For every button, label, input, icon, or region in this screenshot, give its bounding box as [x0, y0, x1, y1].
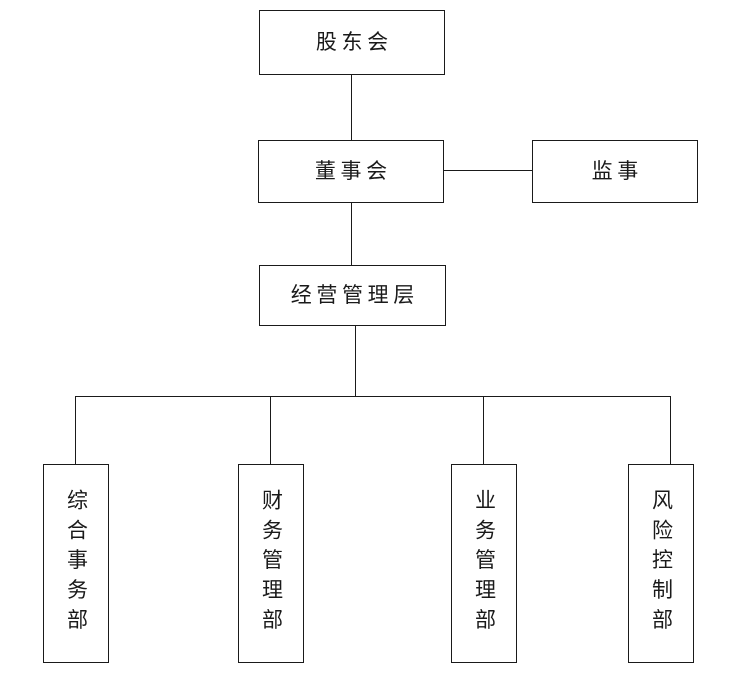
connector-board-to-supervisor [443, 170, 533, 171]
node-risk-control-dept[interactable]: 风险控制部 [628, 464, 694, 663]
node-finance-dept[interactable]: 财务管理部 [238, 464, 304, 663]
connector-drop-business [483, 396, 484, 464]
connector-department-bus-bar [75, 396, 670, 397]
connector-shareholders-to-board [351, 74, 352, 140]
node-risk-control-dept-label: 风险控制部 [649, 488, 674, 639]
node-supervisor[interactable]: 监事 [532, 140, 698, 203]
connector-management-stem [355, 325, 356, 397]
node-finance-dept-label: 财务管理部 [259, 488, 284, 639]
connector-drop-risk-control [670, 396, 671, 464]
node-shareholders[interactable]: 股东会 [259, 10, 445, 75]
connector-board-to-management [351, 202, 352, 266]
node-management[interactable]: 经营管理层 [259, 265, 446, 326]
node-shareholders-label: 股东会 [315, 30, 393, 54]
node-management-label: 经营管理层 [290, 283, 419, 307]
node-supervisor-label: 监事 [591, 159, 643, 183]
node-general-affairs-dept-label: 综合事务部 [64, 488, 89, 639]
node-board-of-directors[interactable]: 董事会 [258, 140, 444, 203]
node-general-affairs-dept[interactable]: 综合事务部 [43, 464, 109, 663]
node-business-dept-label: 业务管理部 [472, 488, 497, 639]
connector-drop-general-affairs [75, 396, 76, 464]
node-board-of-directors-label: 董事会 [314, 159, 392, 183]
connector-drop-finance [270, 396, 271, 464]
node-business-dept[interactable]: 业务管理部 [451, 464, 517, 663]
